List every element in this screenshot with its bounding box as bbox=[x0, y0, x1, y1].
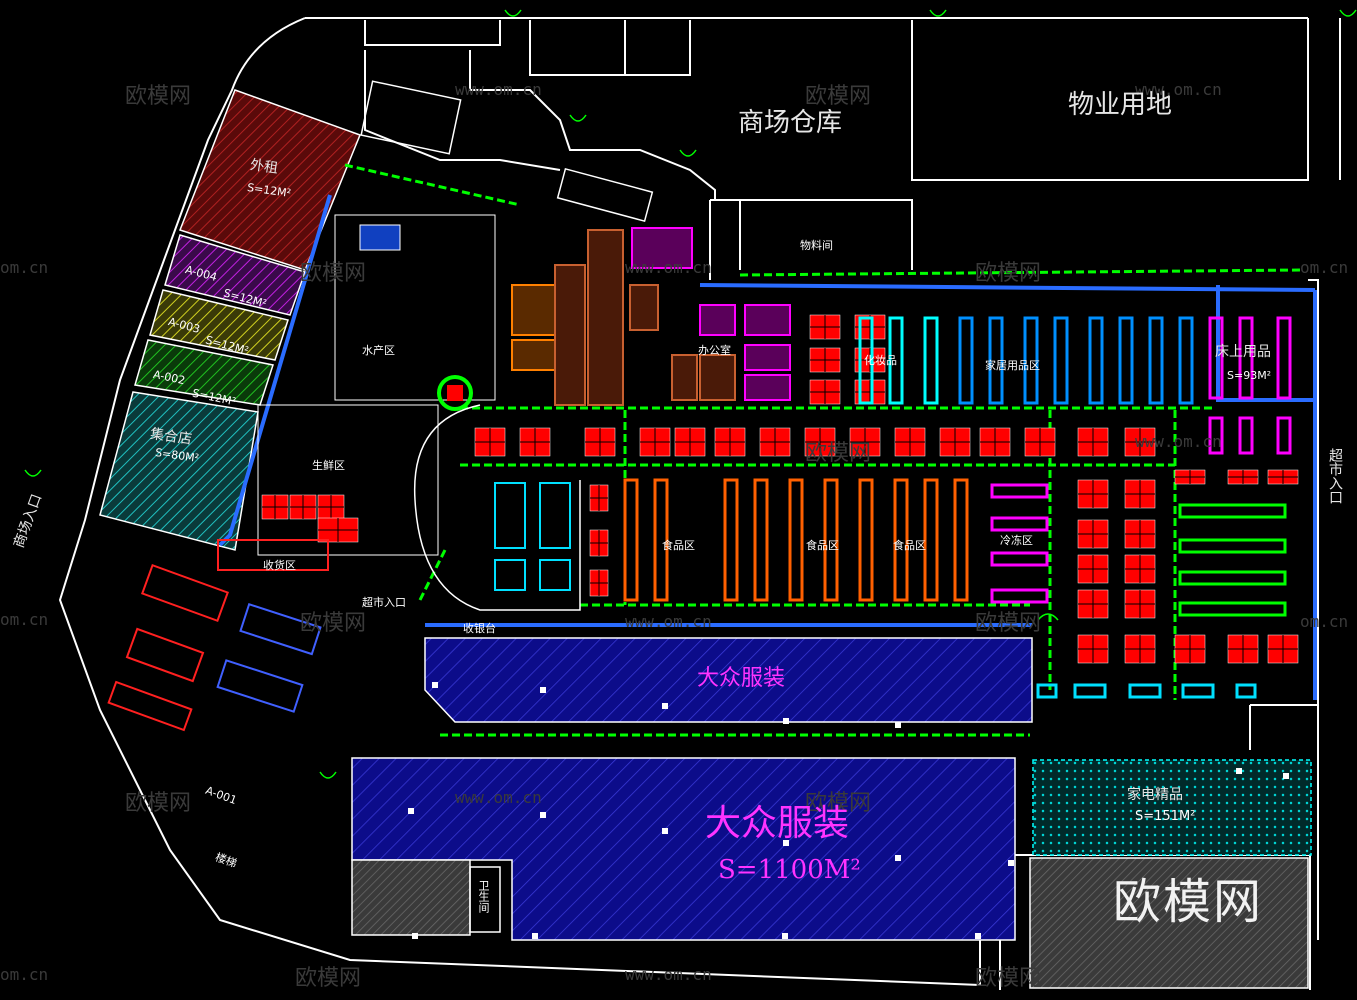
gondola bbox=[893, 478, 909, 602]
column-marker bbox=[895, 722, 901, 728]
column-marker bbox=[662, 703, 668, 709]
magenta-gondolas bbox=[1208, 316, 1292, 455]
watermark: 欧模网 bbox=[805, 441, 872, 466]
gondola bbox=[1023, 316, 1039, 405]
gondola bbox=[953, 478, 969, 602]
watermark-url: om.cn bbox=[0, 965, 49, 984]
lower-left-blue bbox=[216, 602, 322, 713]
gondola bbox=[988, 316, 1004, 405]
lower-left-shops bbox=[107, 539, 329, 732]
column-marker bbox=[662, 828, 668, 834]
watermark-url: www.om.cn bbox=[1135, 80, 1222, 99]
magenta-racks bbox=[990, 483, 1049, 604]
watermark: 欧模网 bbox=[975, 611, 1042, 636]
gondola bbox=[1148, 316, 1164, 405]
brown-fixtures bbox=[554, 229, 736, 406]
column-marker bbox=[783, 718, 789, 724]
watermark: 欧模网 bbox=[805, 791, 872, 816]
gondola bbox=[1053, 316, 1069, 405]
watermark-url: www.om.cn bbox=[625, 965, 712, 984]
column-marker bbox=[782, 933, 788, 939]
door-arcs bbox=[24, 9, 1357, 779]
watermark-url: om.cn bbox=[0, 610, 49, 629]
gondola bbox=[1276, 416, 1292, 455]
gondola bbox=[1178, 316, 1194, 405]
frozen-area bbox=[413, 404, 581, 611]
orange-gondolas bbox=[623, 478, 969, 602]
gondola bbox=[1238, 316, 1254, 400]
gondola bbox=[623, 478, 639, 602]
green-paths bbox=[344, 163, 1301, 737]
column-marker bbox=[540, 687, 546, 693]
column-marker bbox=[532, 933, 538, 939]
watermark-url: om.cn bbox=[0, 258, 49, 277]
gondola bbox=[1208, 416, 1224, 455]
watermark: 欧模网 bbox=[125, 791, 192, 816]
gondola bbox=[858, 316, 874, 405]
watermark-url: om.cn bbox=[1300, 258, 1349, 277]
gondola bbox=[788, 478, 804, 602]
gondola bbox=[1238, 416, 1254, 455]
tenant-shops bbox=[99, 89, 361, 551]
column-markers bbox=[408, 682, 1289, 939]
gondola bbox=[1088, 316, 1104, 405]
green-racks bbox=[1178, 503, 1287, 617]
gondola bbox=[1118, 316, 1134, 405]
fresh-zone-fixtures bbox=[257, 214, 496, 556]
gondola bbox=[723, 478, 739, 602]
watermark: 欧模网 bbox=[295, 966, 362, 991]
orange-left bbox=[511, 284, 558, 371]
blue-gondolas bbox=[958, 316, 1194, 405]
watermark-url: om.cn bbox=[1300, 612, 1349, 631]
column-marker bbox=[895, 855, 901, 861]
red-shelves bbox=[261, 314, 1299, 664]
watermark-url: www.om.cn bbox=[625, 258, 712, 277]
magenta-fixtures bbox=[631, 227, 791, 401]
watermark: 欧模网 bbox=[975, 966, 1042, 991]
cyan-gondolas bbox=[858, 316, 939, 405]
gondola bbox=[753, 478, 769, 602]
supermarket-boundary bbox=[218, 194, 1317, 700]
watermark: 欧模网 bbox=[125, 84, 192, 109]
watermark-url: www.om.cn bbox=[455, 80, 542, 99]
clothing-areas bbox=[351, 637, 1312, 989]
top-rooms bbox=[360, 80, 654, 223]
gondola bbox=[858, 478, 874, 602]
column-marker bbox=[432, 682, 438, 688]
watermark: 欧模网 bbox=[805, 84, 872, 109]
column-marker bbox=[540, 812, 546, 818]
watermark-url: www.om.cn bbox=[625, 612, 712, 631]
gondola bbox=[823, 478, 839, 602]
cashier-counters bbox=[1036, 683, 1257, 699]
column-marker bbox=[408, 808, 414, 814]
column-marker bbox=[975, 933, 981, 939]
watermark: 欧模网 bbox=[300, 261, 367, 286]
gondola bbox=[653, 478, 669, 602]
gondola bbox=[888, 316, 904, 405]
gondola bbox=[923, 316, 939, 405]
gondola bbox=[958, 316, 974, 405]
watermark-url: www.om.cn bbox=[455, 788, 542, 807]
column-marker bbox=[1008, 860, 1014, 866]
watermark-url: www.om.cn bbox=[1135, 432, 1222, 451]
column-marker bbox=[1283, 773, 1289, 779]
watermark: 欧模网 bbox=[975, 261, 1042, 286]
logo: 欧模网 bbox=[1113, 874, 1264, 930]
watermark: 欧模网 bbox=[300, 611, 367, 636]
gondola bbox=[1208, 316, 1224, 400]
gondola bbox=[1276, 316, 1292, 400]
column-marker bbox=[1236, 768, 1242, 774]
column-marker bbox=[412, 933, 418, 939]
column-marker bbox=[783, 840, 789, 846]
gondola bbox=[923, 478, 939, 602]
